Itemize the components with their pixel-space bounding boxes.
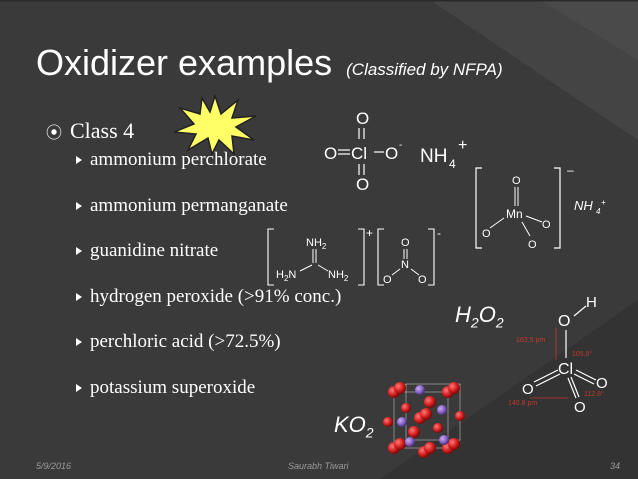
- footer-page-number: 34: [610, 461, 621, 471]
- perchlorate-cl: Cl: [351, 144, 367, 163]
- perchloric-o-top: O: [558, 313, 570, 330]
- class-heading: ⦿ Class 4: [46, 118, 134, 144]
- nitrate-o-left: O: [383, 274, 392, 286]
- perchloric-angle-2: 112.8°: [584, 390, 604, 398]
- nitrate-o-right: O: [418, 274, 427, 286]
- page-title: Oxidizer examples (Classified by NFPA): [36, 42, 503, 84]
- title-subtitle: (Classified by NFPA): [346, 60, 503, 79]
- permanganate-ammonium-sub: 4: [596, 207, 601, 216]
- perchlorate-ammonium: NH: [420, 146, 447, 167]
- permanganate-ammonium-plus: +: [601, 198, 606, 207]
- list-item: ammonium permanganate: [76, 193, 341, 239]
- list-item: perchloric acid (>72.5%): [76, 329, 341, 375]
- class-label: Class 4: [70, 118, 135, 143]
- guanidinium-plus: +: [366, 226, 373, 240]
- guanidinium-nh2-top: NH2: [306, 237, 327, 251]
- permanganate-o-top: O: [512, 175, 521, 187]
- perchlorate-o-top: O: [356, 109, 369, 128]
- perchloric-cl: Cl: [558, 361, 573, 378]
- permanganate-o-bottom: O: [528, 239, 537, 251]
- guanidinium-h2n: H2N: [276, 269, 296, 283]
- circle-bullet-icon: ⦿: [46, 125, 63, 142]
- permanganate-mn: Mn: [506, 207, 523, 221]
- title-text: Oxidizer examples: [36, 42, 333, 83]
- perchlorate-structure: O O Cl O - O NH 4 +: [324, 109, 467, 194]
- perchloric-bond-length-1: 163.5 pm: [516, 337, 545, 344]
- perchlorate-ammonium-sub: 4: [449, 157, 456, 171]
- oxidizer-list: ammonium perchlorate ammonium permangana…: [76, 147, 341, 420]
- perchloric-o-right: O: [596, 375, 608, 392]
- perchlorate-o-bottom: O: [356, 175, 369, 194]
- h2o2-label: H2O2: [455, 302, 504, 331]
- arrow-bullet-icon: [76, 247, 82, 255]
- list-item: guanidine nitrate: [76, 238, 341, 284]
- nitrate-n: N: [401, 259, 409, 271]
- ko2-crystal-lattice: [383, 382, 465, 458]
- nitrate-o-top: O: [401, 237, 410, 249]
- list-item: ammonium perchlorate: [76, 147, 341, 193]
- footer-author: Saurabh Tiwari: [288, 461, 349, 471]
- footer-date: 5/9/2016: [36, 461, 72, 471]
- perchloric-bond-length-2: 140.8 pm: [508, 400, 537, 407]
- permanganate-structure: – O Mn O O O NH 4 +: [475, 163, 606, 251]
- arrow-bullet-icon: [76, 383, 82, 392]
- arrow-bullet-icon: [76, 201, 82, 210]
- perchlorate-o-left: O: [324, 144, 337, 163]
- guanidine-nitrate-structure: + NH2 H2N NH2 - O N O O: [267, 226, 441, 286]
- perchloric-angle-1: 105.8°: [572, 350, 593, 358]
- list-item: potassium superoxide: [76, 375, 341, 421]
- perchlorate-minus: -: [399, 140, 402, 151]
- perchloric-acid-structure: O H 163.5 pm 105.8° Cl O O O 112.8° 140.…: [508, 294, 608, 416]
- arrow-bullet-icon: [76, 292, 82, 301]
- starburst-icon: [173, 94, 257, 156]
- perchlorate-ammonium-plus: +: [458, 137, 467, 154]
- perchloric-o-bottom: O: [574, 399, 586, 416]
- arrow-bullet-icon: [76, 338, 82, 346]
- perchloric-o-left: O: [522, 381, 534, 398]
- guanidinium-nh2-right: NH2: [328, 269, 349, 283]
- perchloric-h: H: [586, 294, 597, 311]
- permanganate-o-left: O: [482, 228, 491, 240]
- nitrate-minus: -: [437, 226, 441, 240]
- arrow-bullet-icon: [76, 156, 82, 164]
- permanganate-ammonium: NH: [574, 198, 593, 213]
- list-item: hydrogen peroxide (>91% conc.): [76, 284, 341, 330]
- permanganate-o-right: O: [542, 219, 551, 231]
- ko2-label: KO2: [334, 412, 374, 441]
- permanganate-minus: –: [567, 163, 574, 177]
- perchlorate-o-right: O: [385, 144, 398, 163]
